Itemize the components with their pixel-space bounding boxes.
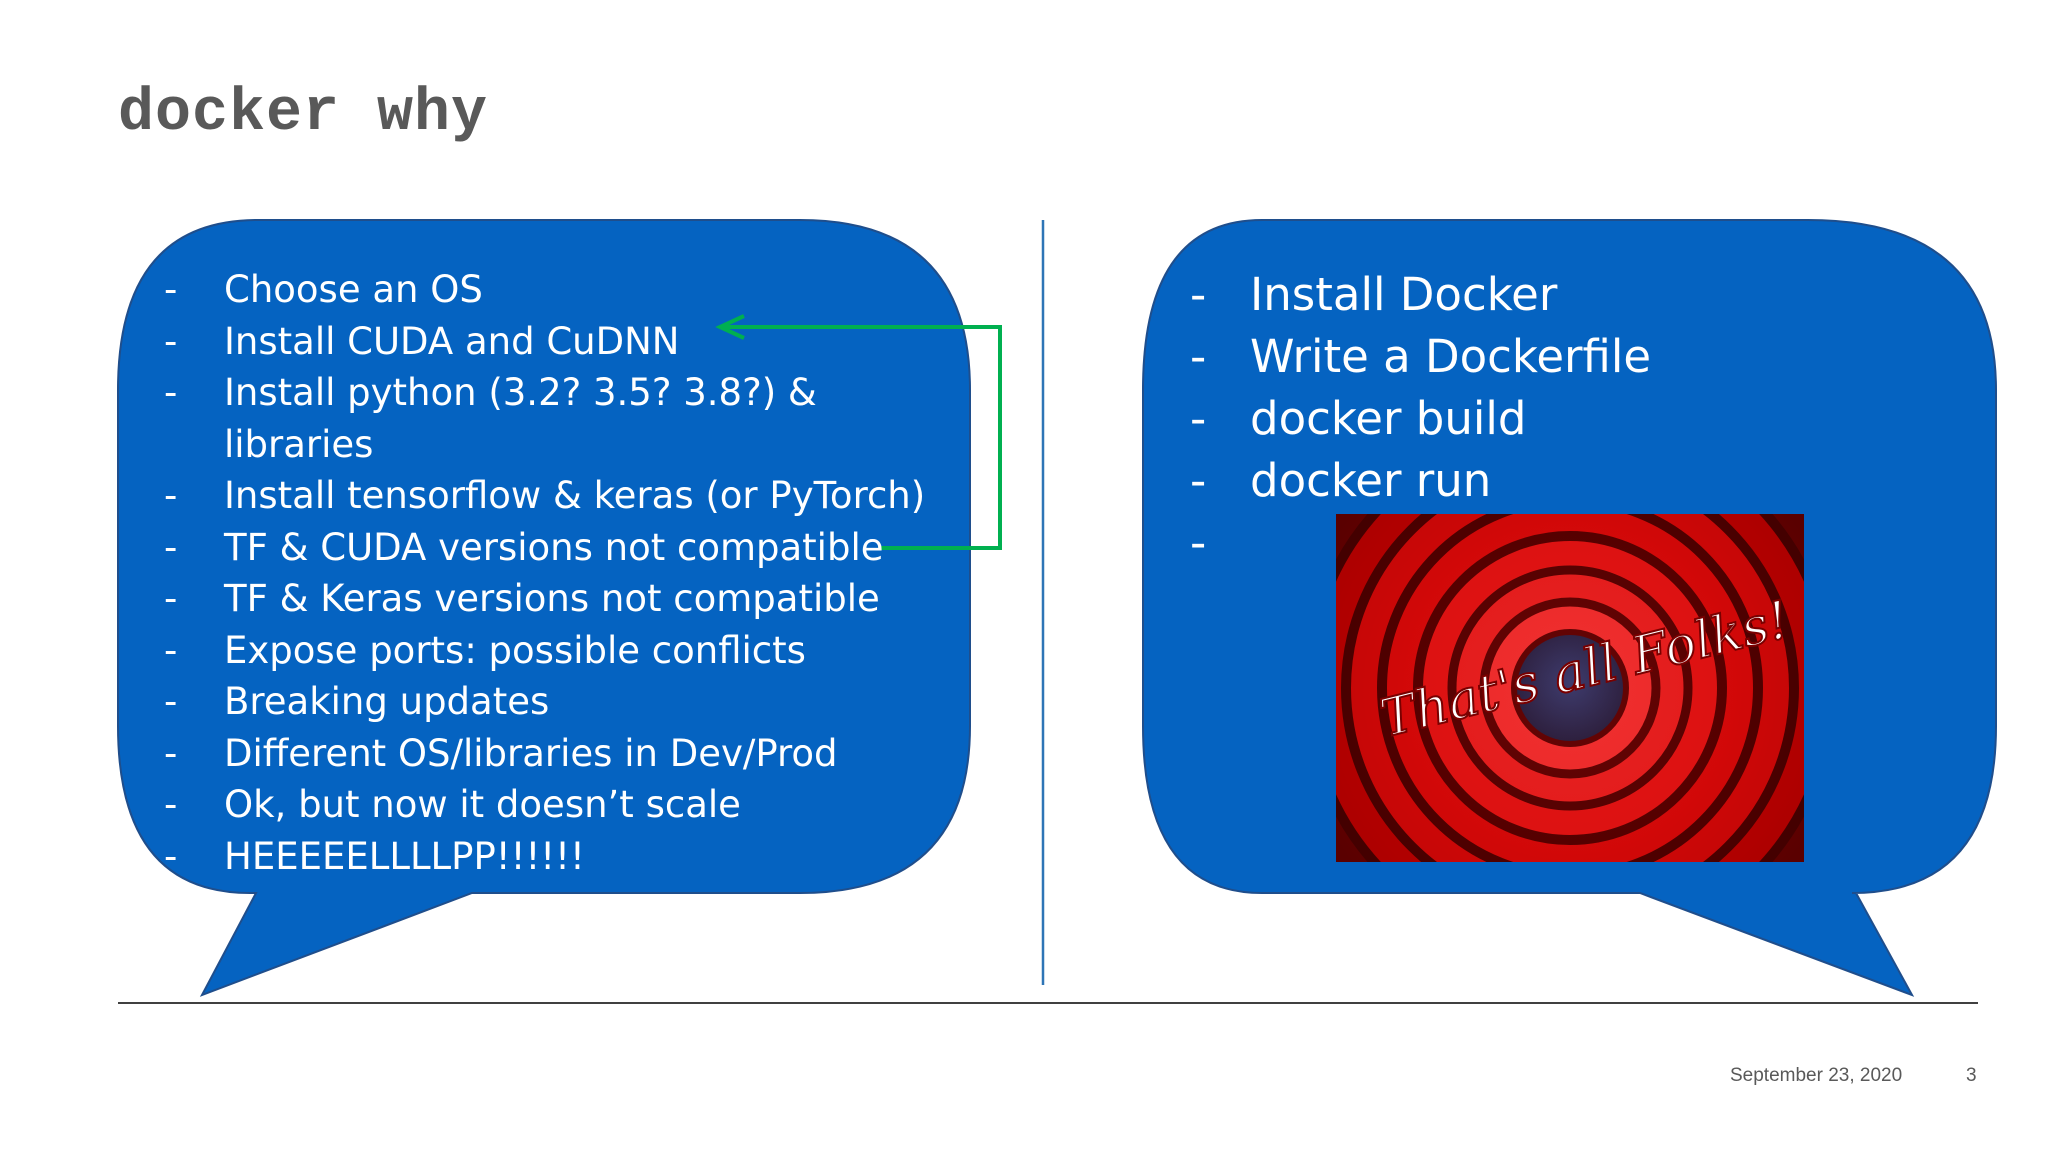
concentric-rings-graphic	[1336, 514, 1804, 862]
bullet-dash: -	[164, 268, 178, 311]
compat-arrow-head	[715, 314, 745, 340]
list-item: - Choose an OS	[164, 264, 925, 316]
list-item: -docker build	[1190, 388, 1651, 450]
list-item-text: Different OS/libraries in Dev/Prod	[224, 731, 838, 775]
list-item-text: docker build	[1250, 392, 1527, 445]
list-item: - Install CUDA and CuDNN	[164, 316, 925, 368]
bullet-dash: -	[164, 731, 178, 775]
list-item-text: Install python (3.2? 3.5? 3.8?) &	[224, 371, 817, 414]
list-item-text: Breaking updates	[224, 680, 550, 723]
list-item: - Install python (3.2? 3.5? 3.8?) &	[164, 367, 925, 419]
left-speech-bubble	[117, 219, 971, 997]
list-item-text: Expose ports: possible conflicts	[224, 628, 806, 672]
bullet-dash: -	[164, 474, 178, 517]
bullet-dash: -	[1190, 330, 1207, 383]
list-item-text: Choose an OS	[224, 268, 483, 311]
list-item-text: docker run	[1250, 454, 1492, 507]
left-problem-list: - Choose an OS - Install CUDA and CuDNN - I…	[164, 264, 925, 882]
list-item: - Expose ports: possible conflicts	[164, 625, 925, 677]
list-item: - Different OS/libraries in Dev/Prod	[164, 728, 925, 780]
list-item: -Install Docker	[1190, 264, 1651, 326]
footer-page-number: 3	[1966, 1065, 1977, 1086]
thats-all-folks-image: That's all Folks!	[1336, 514, 1804, 862]
bullet-dash: -	[1190, 268, 1207, 321]
list-item-text: TF & Keras versions not compatible	[224, 577, 880, 620]
right-solution-list: -Install Docker -Write a Dockerfile -doc…	[1190, 264, 1651, 574]
bullet-dash: -	[1190, 516, 1207, 569]
list-item-text: TF & CUDA versions not compatible	[224, 525, 884, 569]
list-item-text: Install CUDA and CuDNN	[224, 319, 680, 363]
list-item-text: libraries	[224, 422, 374, 466]
slide-title: docker why	[118, 80, 489, 148]
list-item-continuation: libraries	[164, 419, 925, 471]
bullet-dash: -	[164, 577, 178, 620]
list-item-text: Install Docker	[1250, 268, 1558, 321]
bullet-dash: -	[1190, 454, 1207, 507]
list-item: - Install tensorflow & keras (or PyTorch)	[164, 470, 925, 522]
list-item: -Write a Dockerfile	[1190, 326, 1651, 388]
list-item-text: Write a Dockerfile	[1250, 330, 1652, 383]
bullet-dash: -	[164, 783, 178, 826]
bullet-dash: -	[164, 834, 178, 878]
footer-date: September 23, 2020	[1730, 1065, 1903, 1086]
list-item: -	[1190, 512, 1651, 574]
bullet-dash: -	[1190, 392, 1207, 445]
list-item: -docker run	[1190, 450, 1651, 512]
list-item: - TF & Keras versions not compatible	[164, 573, 925, 625]
list-item: - TF & CUDA versions not compatible	[164, 522, 925, 574]
list-item: - Ok, but now it doesn’t scale	[164, 779, 925, 831]
bullet-dash: -	[164, 371, 178, 414]
compat-arrow-line	[722, 325, 1002, 550]
list-item-text: Ok, but now it doesn’t scale	[224, 783, 741, 826]
bullet-dash: -	[164, 525, 178, 569]
bullet-dash: -	[164, 628, 178, 672]
bullet-dash: -	[164, 680, 178, 723]
bullet-dash: -	[164, 319, 178, 363]
list-item: - HEEEEELLLLPP!!!!!!	[164, 831, 925, 883]
list-item-text: HEEEEELLLLPP!!!!!!	[224, 834, 585, 878]
list-item-text: Install tensorflow & keras (or PyTorch)	[224, 474, 926, 517]
list-item: - Breaking updates	[164, 676, 925, 728]
